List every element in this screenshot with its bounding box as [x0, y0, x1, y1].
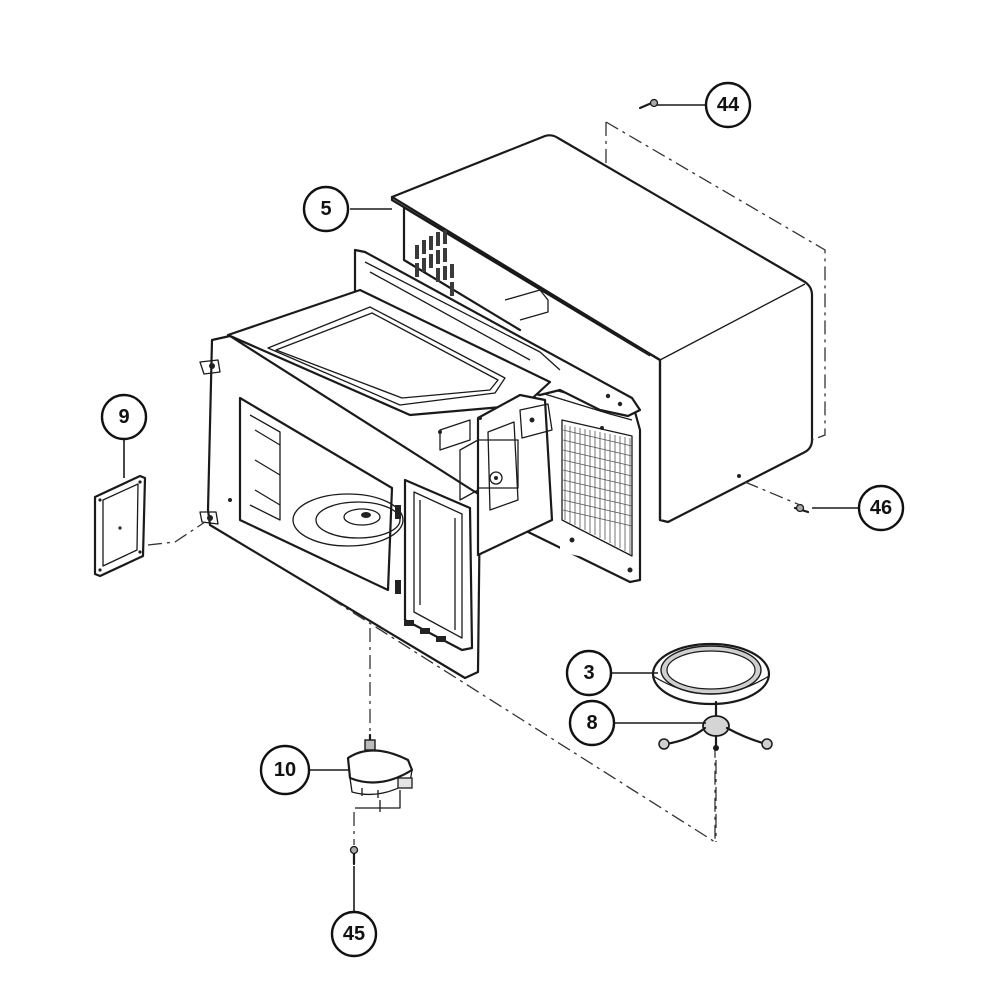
callout-3: 3 [565, 649, 613, 697]
svg-text:9: 9 [118, 406, 129, 428]
screw-rear [793, 503, 810, 514]
oven-cavity [199, 288, 552, 680]
svg-text:3: 3 [583, 662, 594, 684]
screw-motor [349, 845, 359, 866]
callout-5: 5 [302, 185, 350, 233]
magnetron-assembly [438, 393, 554, 557]
leader-lines [123, 104, 858, 912]
waveguide-cover [93, 474, 147, 578]
callout-44: 44 [704, 81, 752, 129]
svg-text:44: 44 [717, 94, 740, 116]
svg-text:46: 46 [870, 497, 892, 519]
outer-case [390, 134, 814, 524]
svg-text:45: 45 [343, 923, 365, 945]
callout-8: 8 [568, 699, 616, 747]
panel-mesh [562, 425, 633, 554]
turntable-motor [346, 733, 414, 812]
callout-10: 10 [259, 744, 311, 796]
roller-support [658, 700, 773, 751]
glass-turntable [651, 642, 771, 706]
svg-text:10: 10 [274, 759, 296, 781]
case-vents [415, 230, 454, 296]
cavity-plate [292, 493, 404, 547]
svg-text:5: 5 [320, 198, 331, 220]
svg-text:8: 8 [586, 712, 597, 734]
alignment-lines [147, 121, 826, 845]
callout-45: 45 [330, 910, 378, 958]
callout-46: 46 [857, 484, 905, 532]
screw-top [638, 98, 659, 110]
callout-9: 9 [100, 393, 148, 441]
